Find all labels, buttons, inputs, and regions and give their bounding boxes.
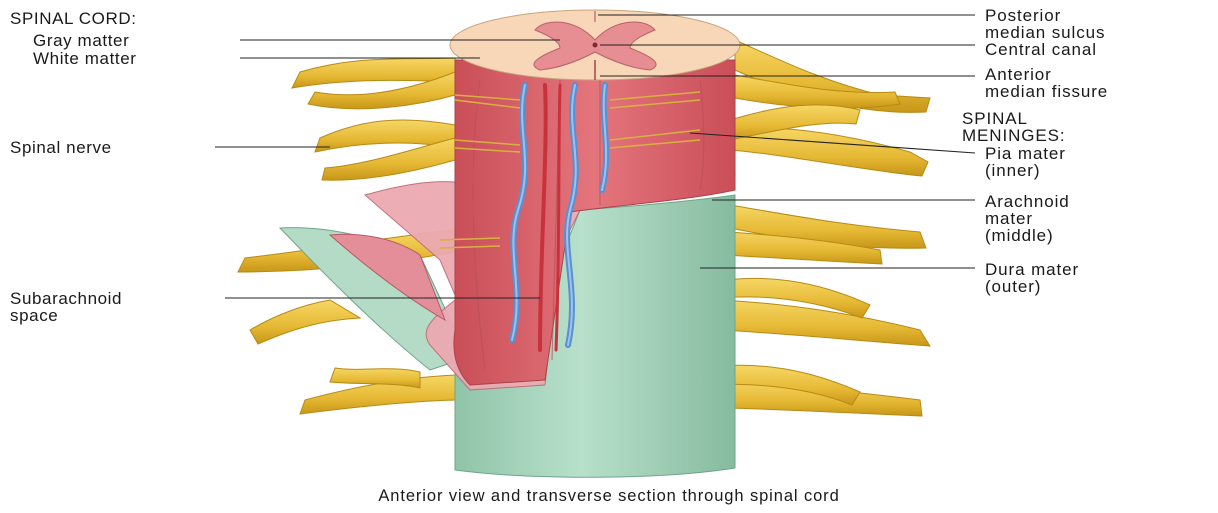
spinal-cord-heading: SPINAL CORD: bbox=[10, 10, 137, 27]
label-posterior-median-sulcus-line1: Posterior bbox=[985, 7, 1061, 24]
label-central-canal: Central canal bbox=[985, 41, 1097, 58]
central-canal bbox=[593, 43, 598, 48]
label-anterior-median-fissure-line1: Anterior bbox=[985, 66, 1052, 83]
label-pia-mater-line2: (inner) bbox=[985, 162, 1040, 179]
label-anterior-median-fissure-line2: median fissure bbox=[985, 83, 1108, 100]
figure-caption: Anterior view and transverse section thr… bbox=[0, 487, 1218, 506]
label-dura-mater-line1: Dura mater bbox=[985, 261, 1079, 278]
label-white-matter: White matter bbox=[33, 50, 137, 67]
label-posterior-median-sulcus-line2: median sulcus bbox=[985, 24, 1105, 41]
label-arachnoid-mater-line1: Arachnoid bbox=[985, 193, 1070, 210]
label-pia-mater-line1: Pia mater bbox=[985, 145, 1066, 162]
label-dura-mater-line2: (outer) bbox=[985, 278, 1041, 295]
label-gray-matter: Gray matter bbox=[33, 32, 129, 49]
label-spinal-nerve: Spinal nerve bbox=[10, 139, 112, 156]
label-arachnoid-mater-line2: mater bbox=[985, 210, 1033, 227]
spinal-meninges-heading-line2: MENINGES: bbox=[962, 127, 1066, 144]
spinal-meninges-heading-line1: SPINAL bbox=[962, 110, 1028, 127]
label-subarachnoid-space-line1: Subarachnoid bbox=[10, 290, 122, 307]
label-subarachnoid-space-line2: space bbox=[10, 307, 58, 324]
label-arachnoid-mater-line3: (middle) bbox=[985, 227, 1054, 244]
